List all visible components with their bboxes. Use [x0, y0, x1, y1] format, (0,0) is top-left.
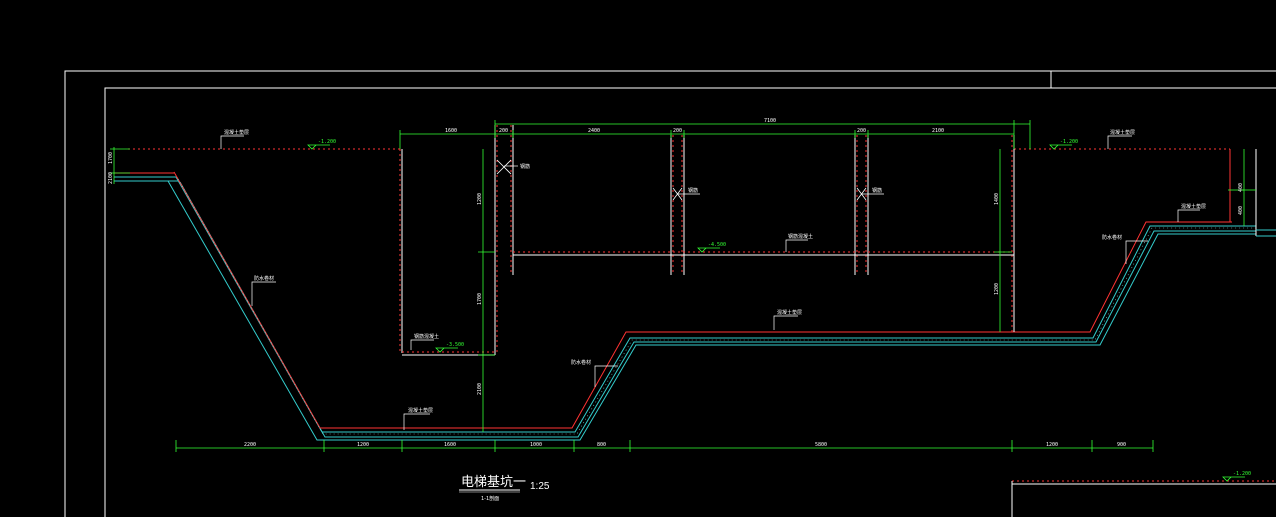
dim-vert-7: 1200 — [994, 283, 1000, 295]
bottom-dimension-texts: 2200 1200 1600 1000 800 5800 1200 900 — [244, 442, 1126, 448]
dim-top-6: 200 — [857, 128, 866, 134]
dim-vert-6: 1400 — [994, 193, 1000, 205]
vertical-dimension-texts: 1700 2100 1200 1700 2100 1400 1200 400 4… — [108, 152, 1244, 395]
elevation-marks — [307, 144, 1245, 482]
shaft-walls — [399, 125, 1015, 356]
elevation-corner: -1.200 — [1233, 471, 1251, 477]
note-shaft-floor: 钢筋混凝土 — [788, 233, 813, 240]
dim-vert-4: 1700 — [477, 293, 483, 305]
note-slope-mid: 防水卷材 — [571, 359, 591, 366]
note-cushion-top-left: 混凝土垫层 — [224, 129, 249, 136]
drawing-scale: 1:25 — [530, 481, 550, 492]
dim-vert-5: 2100 — [477, 383, 483, 395]
leader-lines — [220, 135, 1200, 430]
dim-top-4: 200 — [673, 128, 682, 134]
elevation-left-top: -1.200 — [318, 139, 336, 145]
top-dimension-chain — [399, 120, 1031, 149]
dim-bottom-6: 5800 — [815, 442, 827, 448]
note-wall-b: 钢筋 — [688, 187, 698, 194]
dim-bottom-5: 800 — [597, 442, 606, 448]
elevation-mid-pit: -4.500 — [708, 242, 726, 248]
pit-concrete-layers — [167, 176, 1256, 441]
elevation-texts: -1.200 -1.200 -3.500 -4.500 -1.200 — [318, 139, 1251, 477]
bottom-dimension-chain — [175, 440, 1154, 452]
dim-top-3: 2400 — [588, 128, 600, 134]
vertical-dimension-chains — [110, 147, 1256, 432]
drawing-subtitle: 1-1剖面 — [481, 495, 499, 502]
dim-bottom-7: 1200 — [1046, 442, 1058, 448]
dim-vert-2: 2100 — [108, 172, 114, 184]
dim-bottom-1: 2200 — [244, 442, 256, 448]
dim-vert-1: 1700 — [108, 152, 114, 164]
dim-top-2: 200 — [499, 128, 508, 134]
dim-vert-3: 1200 — [477, 193, 483, 205]
lower-right-slab — [1011, 480, 1276, 517]
dim-bottom-3: 1600 — [444, 442, 456, 448]
note-slope-right: 防水卷材 — [1102, 234, 1122, 241]
note-wall-c: 钢筋 — [872, 187, 882, 194]
note-bottom-mid: 混凝土垫层 — [777, 309, 802, 316]
dim-bottom-2: 1200 — [357, 442, 369, 448]
annotation-texts: 混凝土垫层 混凝土垫层 防水卷材 防水卷材 防水卷材 混凝土垫层 混凝土垫层 钢… — [224, 129, 1206, 414]
note-wall-a: 钢筋 — [520, 163, 530, 170]
elevation-shaft-floor: -3.500 — [446, 342, 464, 348]
pit-hatch — [177, 178, 1256, 435]
dim-vert-8: 400 — [1238, 183, 1244, 192]
right-cap — [1229, 149, 1276, 237]
note-cushion-top-right: 混凝土垫层 — [1110, 129, 1135, 136]
drawing-title: 电梯基坑一 — [461, 475, 526, 490]
dim-top-5: 2100 — [932, 128, 944, 134]
left-ledge — [114, 172, 178, 182]
dim-bottom-4: 1000 — [530, 442, 542, 448]
dim-top-1: 1600 — [445, 128, 457, 134]
dim-vert-9: 400 — [1238, 206, 1244, 215]
dim-top-7: 7100 — [764, 118, 776, 124]
title-block: 电梯基坑一 1-1剖面 1:25 — [459, 475, 550, 502]
drawing-frame — [64, 70, 1276, 517]
dim-bottom-8: 900 — [1117, 442, 1126, 448]
note-bottom-left: 混凝土垫层 — [408, 407, 433, 414]
elevation-right-top: -1.200 — [1060, 139, 1078, 145]
note-shaft-pit: 钢筋混凝土 — [414, 333, 439, 340]
top-dimension-texts: 1600 200 2400 200 2100 200 7100 — [445, 118, 944, 134]
note-slope-left: 防水卷材 — [254, 275, 274, 282]
pit-rebar-line — [173, 171, 1232, 429]
note-right-cap: 混凝土垫层 — [1181, 203, 1206, 210]
wall-cross-marks — [496, 159, 867, 201]
